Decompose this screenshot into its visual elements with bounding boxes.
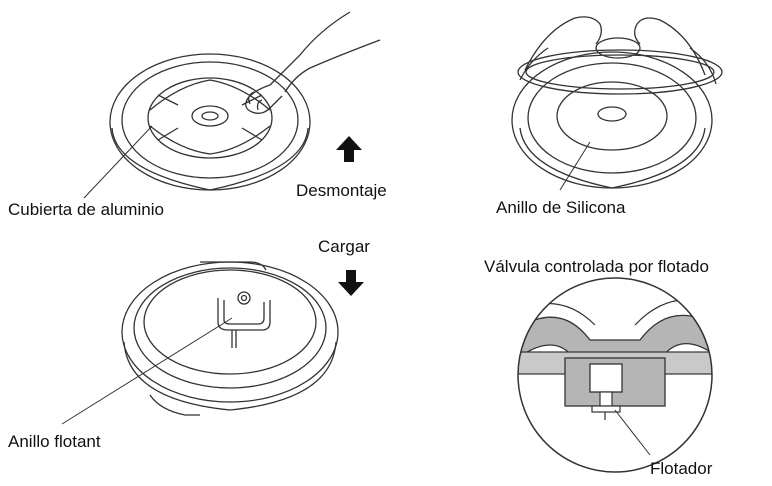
label-anillo-flotant: Anillo flotant	[8, 432, 101, 452]
floating-ring-illustration	[122, 262, 338, 415]
label-desmontaje: Desmontaje	[296, 181, 387, 201]
label-flotador: Flotador	[650, 459, 712, 479]
label-anillo-silicona: Anillo de Silicona	[496, 198, 625, 218]
valve-closeup-illustration	[515, 275, 715, 475]
label-cargar: Cargar	[318, 237, 370, 257]
up-arrow-icon	[334, 134, 364, 164]
label-valvula: Válvula controlada por flotado	[484, 257, 709, 277]
silicone-ring-illustration	[512, 17, 722, 188]
label-cubierta: Cubierta de aluminio	[8, 200, 164, 220]
down-arrow-icon	[336, 268, 366, 298]
